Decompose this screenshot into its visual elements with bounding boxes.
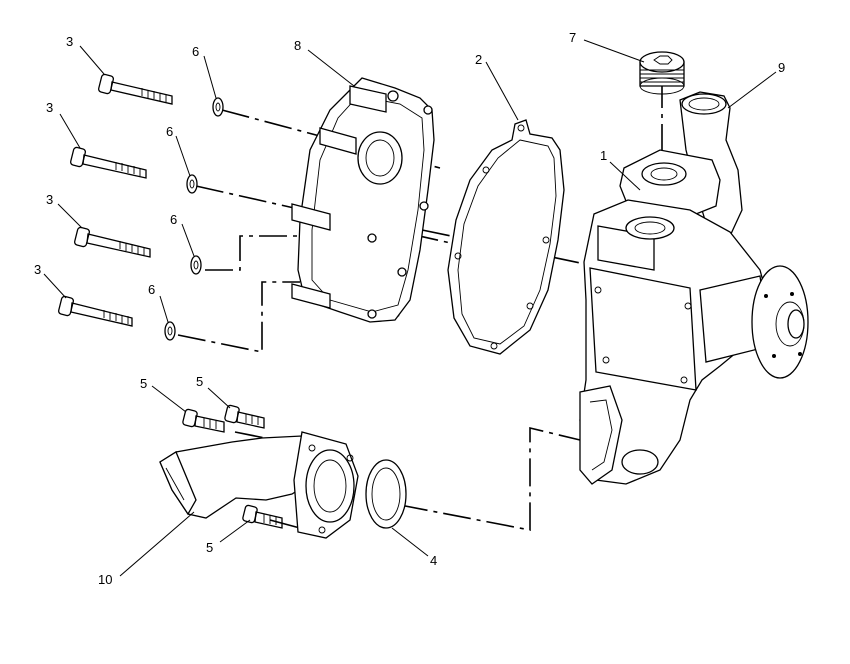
callout-2: 2	[475, 52, 482, 67]
callout-7: 7	[569, 30, 576, 45]
washer-6-a	[212, 97, 224, 117]
callout-3-b: 3	[46, 100, 53, 115]
leader-lines	[43, 39, 777, 577]
callout-3-a: 3	[66, 34, 73, 49]
washer-6-d	[164, 321, 176, 341]
callout-5-a: 5	[140, 376, 147, 391]
washer-6-b	[186, 174, 198, 194]
bolt-5-c	[242, 504, 283, 529]
callout-3-d: 3	[34, 262, 41, 277]
water-pump-housing	[579, 91, 809, 485]
bolt-3-b	[69, 146, 147, 179]
callout-6-c: 6	[170, 212, 177, 227]
elbow-10	[159, 431, 359, 539]
callout-3-c: 3	[46, 192, 53, 207]
callout-6-a: 6	[192, 44, 199, 59]
bolt-3-c	[73, 226, 151, 258]
bolt-5-a	[182, 408, 225, 433]
callout-10: 10	[98, 572, 112, 587]
washer-6-c	[190, 255, 202, 275]
cover-plate-8	[291, 77, 435, 323]
callout-1: 1	[600, 148, 607, 163]
callout-6-b: 6	[166, 124, 173, 139]
gasket-2	[447, 119, 565, 355]
bolt-5-b	[224, 404, 265, 429]
callout-4: 4	[430, 553, 437, 568]
bolt-3-d	[57, 295, 133, 327]
plug-7	[639, 51, 685, 95]
callout-5-c: 5	[206, 540, 213, 555]
oring-gasket-4	[365, 459, 407, 529]
callout-9: 9	[778, 60, 785, 75]
callout-6-d: 6	[148, 282, 155, 297]
callout-5-b: 5	[196, 374, 203, 389]
callout-8: 8	[294, 38, 301, 53]
bolt-3-a	[97, 73, 173, 105]
callout-labels: 3 3 3 3 6 6 6 6 8 2 7 9 1 5 5 5 10 4	[34, 30, 785, 587]
